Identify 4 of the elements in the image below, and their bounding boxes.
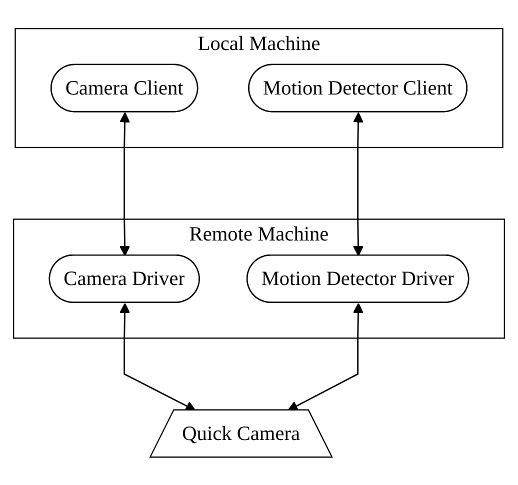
arrow xyxy=(120,112,130,256)
arrow xyxy=(120,302,196,411)
arrow xyxy=(288,302,364,411)
arrow xyxy=(352,112,364,256)
